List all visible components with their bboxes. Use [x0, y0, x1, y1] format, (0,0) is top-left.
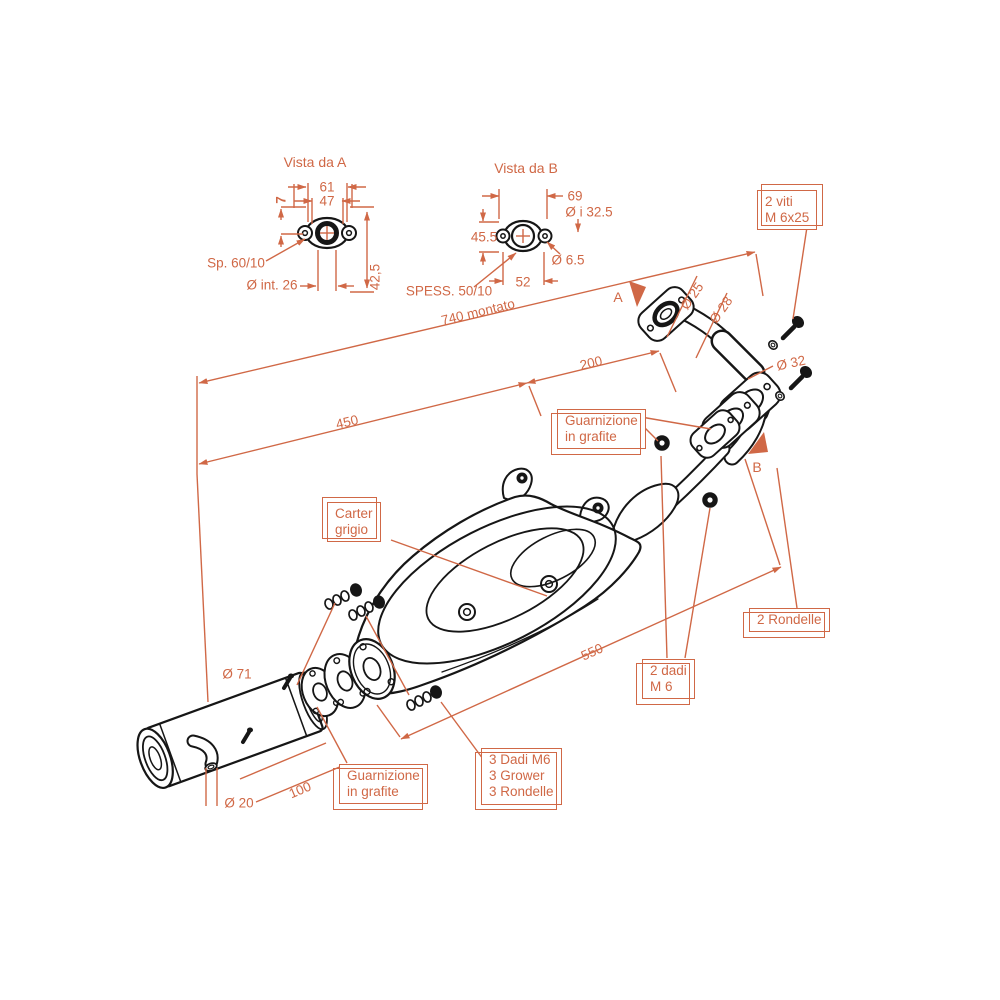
dim-b-thickness: SPESS. 50/10	[405, 283, 493, 299]
callout-line: Guarnizione	[565, 413, 638, 428]
dim-b-holes: 52	[515, 274, 531, 290]
callout-line: in grafite	[565, 429, 617, 445]
dim-a-inner-diameter: Ø int. 26	[246, 277, 298, 293]
dim-tailpipe-diameter: Ø 20	[224, 795, 254, 811]
callout-line: 3 Rondelle	[489, 784, 554, 800]
callout-3-dadi: 3 Dadi M6 3 Grower 3 Rondelle	[481, 748, 562, 805]
callout-carter-grigio: Carter grigio	[327, 502, 381, 543]
callout-gasket-bottom: Guarnizione in grafite	[339, 764, 428, 805]
callout-line: M 6	[650, 679, 673, 695]
callout-line: M 6x25	[765, 210, 810, 226]
callout-line: Carter	[335, 506, 373, 521]
dim-silencer-diameter: Ø 71	[222, 666, 252, 682]
dimension-lines	[196, 183, 808, 806]
callout-line: 3 Grower	[489, 768, 545, 784]
callout-line: in grafite	[347, 784, 399, 800]
dim-a-holes: 47	[319, 193, 335, 209]
callout-2-dadi: 2 dadi M 6	[642, 659, 695, 700]
dim-a-offset: 7	[273, 196, 289, 204]
callout-2-rondelle: 2 Rondelle	[749, 608, 830, 633]
callout-line: Guarnizione	[347, 768, 420, 783]
callout-line: 2 dadi	[650, 663, 687, 678]
callout-line: 2 Rondelle	[757, 612, 822, 627]
dim-b-height: 45.5	[470, 229, 498, 245]
callout-line: grigio	[335, 522, 369, 538]
view-marker-b: B	[752, 459, 762, 475]
view-marker-a: A	[613, 289, 623, 305]
dim-b-hole-diameter: Ø 6.5	[551, 252, 585, 268]
dim-b-inner-diameter: Ø i 32.5	[565, 204, 613, 220]
callout-line: 2 viti	[765, 194, 793, 209]
dim-a-width: 61	[319, 179, 335, 195]
dim-a-thickness: Sp. 60/10	[207, 255, 265, 271]
dim-a-height: 42,5	[367, 263, 383, 291]
callout-gasket-top: Guarnizione in grafite	[557, 409, 646, 450]
callout-line: 3 Dadi M6	[489, 752, 551, 767]
dim-b-width: 69	[567, 188, 583, 204]
callout-2-viti: 2 viti M 6x25	[757, 190, 818, 231]
view-a-title: Vista da A	[283, 154, 347, 170]
view-b-title: Vista da B	[494, 160, 558, 176]
